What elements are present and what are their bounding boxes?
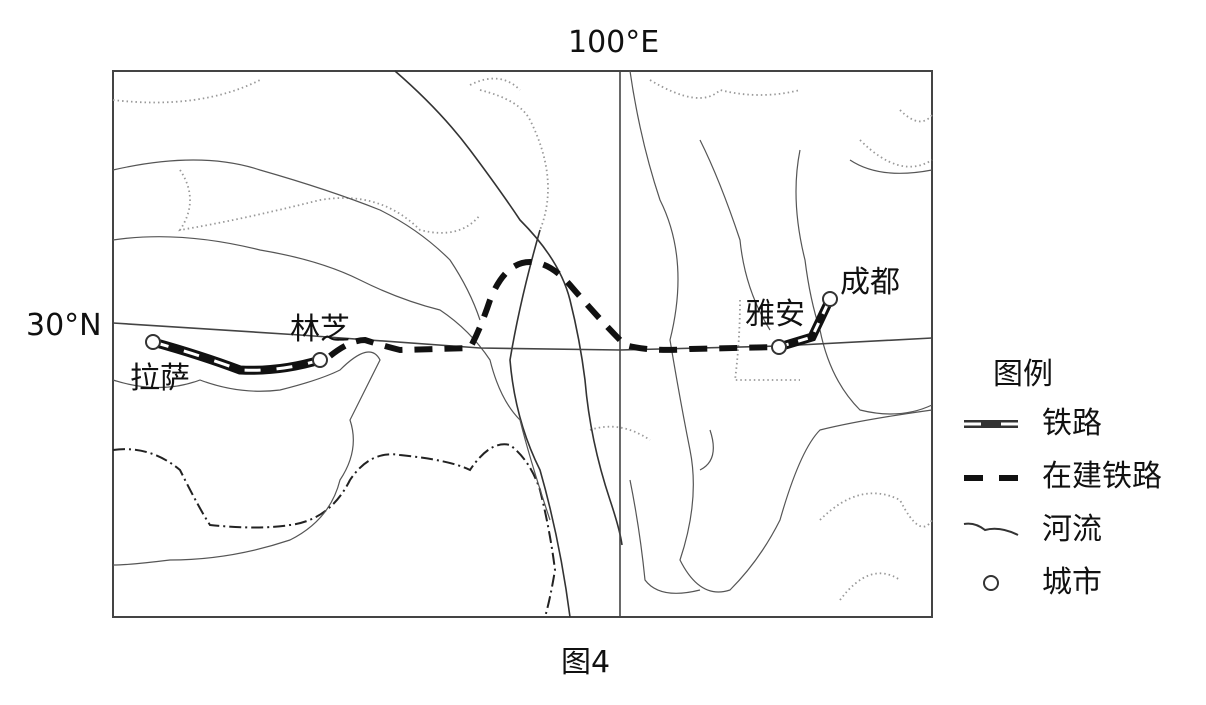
latitude-label: 30°N — [26, 308, 102, 343]
city-icon — [145, 334, 161, 350]
legend-label-river: 河流 — [1042, 512, 1102, 547]
longitude-label: 100°E — [568, 25, 660, 60]
city-circle-symbol-icon — [983, 575, 999, 591]
figure-caption: 图4 — [561, 645, 611, 680]
legend-label-city: 城市 — [1042, 565, 1102, 600]
national-border — [112, 443, 557, 618]
railway — [151, 297, 835, 375]
legend-symbols — [963, 420, 1019, 591]
latitude-30n-line — [112, 322, 933, 351]
city-label-chengdu: 成都 — [840, 265, 900, 300]
city-icon — [771, 339, 787, 355]
city-label-lhasa: 拉萨 — [130, 361, 190, 396]
legend-title: 图例 — [993, 357, 1053, 392]
province-borders — [112, 77, 933, 601]
river-symbol-icon — [963, 522, 1019, 536]
legend-label-railway-under-construction: 在建铁路 — [1042, 459, 1162, 494]
city-icon — [822, 291, 838, 307]
railway-under-construction — [328, 258, 780, 359]
city-label-nyingchi: 林芝 — [290, 312, 350, 347]
city-icon — [312, 352, 328, 368]
city-markers — [145, 291, 838, 368]
city-label-yaan: 雅安 — [745, 297, 805, 332]
legend-label-railway: 铁路 — [1042, 406, 1102, 441]
